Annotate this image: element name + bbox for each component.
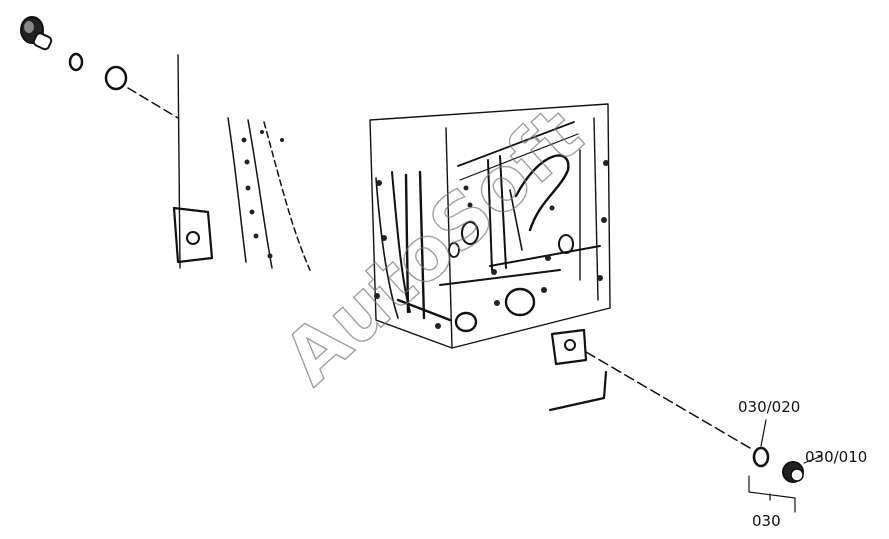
- washer-top-left-2: [104, 65, 128, 91]
- leader-line-top-left: [127, 87, 179, 119]
- housing-edge-right: [548, 370, 608, 412]
- valve-plate: [369, 103, 611, 349]
- leader-line-bottom-right: [585, 351, 751, 449]
- curved-housing-band: [227, 117, 311, 271]
- housing-edge-left: [177, 54, 181, 269]
- o-ring-030-020: [752, 446, 770, 468]
- mount-boss-right: [550, 328, 588, 366]
- group-bracket-030: [748, 475, 796, 513]
- mount-boss-left: [172, 206, 214, 264]
- watermark: AutoSoft: [268, 91, 599, 401]
- callout-leader-030-020: [760, 419, 767, 447]
- callout-label-030-020: 030/020: [738, 398, 800, 416]
- washer-top-left-1: [68, 52, 84, 72]
- plug-030-010: [782, 461, 804, 483]
- callout-leader-030-010: [803, 455, 823, 464]
- plug-bolt-top-left: [20, 16, 53, 51]
- callout-label-030: 030: [752, 512, 781, 530]
- callout-label-030-010: 030/010: [805, 448, 867, 466]
